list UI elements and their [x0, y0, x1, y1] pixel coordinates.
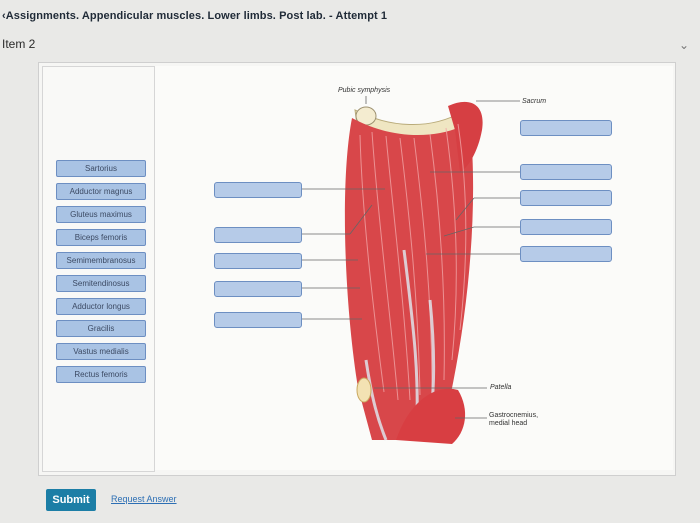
- chevron-down-icon[interactable]: ⌄: [679, 38, 690, 52]
- label-chip-sartorius[interactable]: Sartorius: [56, 160, 146, 177]
- drop-target-10[interactable]: [520, 246, 612, 262]
- drop-target-4[interactable]: [214, 281, 302, 297]
- submit-button[interactable]: Submit: [46, 489, 96, 511]
- label-bank: [42, 66, 155, 472]
- label-chip-gracilis[interactable]: Gracilis: [56, 320, 146, 337]
- drop-target-3[interactable]: [214, 253, 302, 269]
- label-chip-adductor-magnus[interactable]: Adductor magnus: [56, 183, 146, 200]
- request-answer-link[interactable]: Request Answer: [111, 494, 177, 504]
- label-chip-rectus-femoris[interactable]: Rectus femoris: [56, 366, 146, 383]
- label-chip-adductor-longus[interactable]: Adductor longus: [56, 298, 146, 315]
- drop-target-7[interactable]: [520, 164, 612, 180]
- drop-target-2[interactable]: [214, 227, 302, 243]
- label-chip-semimembranosus[interactable]: Semimembranosus: [56, 252, 146, 269]
- label-patella: Patella: [490, 384, 512, 391]
- drop-target-6[interactable]: [520, 120, 612, 136]
- label-sacrum: Sacrum: [522, 98, 547, 105]
- back-chevron-icon[interactable]: ‹: [2, 10, 6, 22]
- drop-target-9[interactable]: [520, 219, 612, 235]
- label-pubic-symphysis: Pubic symphysis: [338, 87, 391, 94]
- label-chip-biceps-femoris[interactable]: Biceps femoris: [56, 229, 146, 246]
- assignment-title[interactable]: ‹Assignments. Appendicular muscles. Lowe…: [2, 10, 388, 22]
- label-gastrocnemius: Gastrocnemius, medial head: [489, 412, 539, 427]
- drop-target-5[interactable]: [214, 312, 302, 328]
- label-chip-vastus-medialis[interactable]: Vastus medialis: [56, 343, 146, 360]
- item-label: Item 2: [2, 37, 36, 51]
- drop-target-8[interactable]: [520, 190, 612, 206]
- label-chip-semitendinosus[interactable]: Semitendinosus: [56, 275, 146, 292]
- drop-target-1[interactable]: [214, 182, 302, 198]
- label-chip-gluteus-maximus[interactable]: Gluteus maximus: [56, 206, 146, 223]
